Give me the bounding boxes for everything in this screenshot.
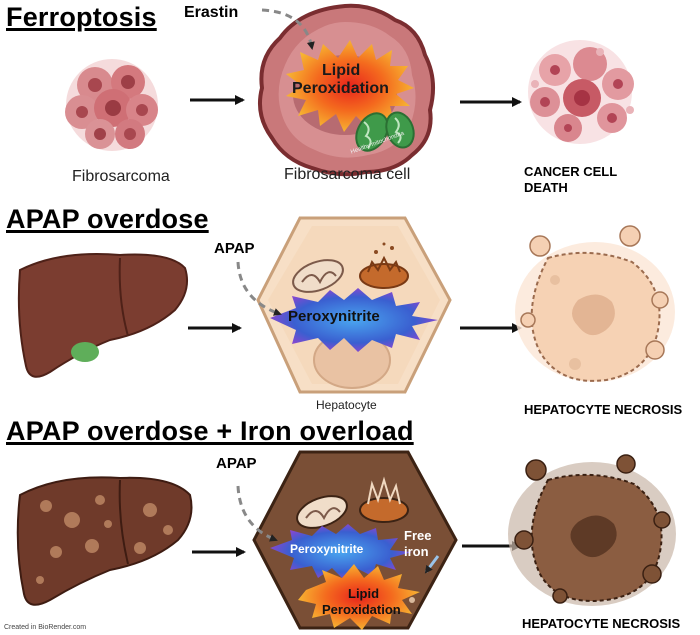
lipid-peroxidation-burst-icon: [286, 40, 414, 132]
fibrosarcoma-cluster-icon: [65, 59, 158, 151]
iron-overloaded-liver-icon: [16, 476, 193, 606]
apap-dashed-arrow: [236, 261, 282, 316]
peroxynitrite-label: Peroxynitrite: [288, 308, 380, 325]
apap-label: APAP: [214, 240, 255, 257]
lipid-peroxidation-burst-iron-icon: [298, 564, 420, 630]
apap-iron-dashed-arrow: [236, 485, 278, 542]
erastin-dashed-arrow: [261, 8, 315, 50]
lipid-label-line1: Lipid: [322, 62, 361, 79]
healthy-mitochondria-icon: [355, 111, 415, 152]
fibrosarcoma-label: Fibrosarcoma: [72, 168, 170, 185]
section-title-ferroptosis: Ferroptosis: [6, 2, 157, 32]
biorender-credit: Created in BioRender.com: [4, 624, 87, 631]
outcome-label-line1: CANCER CELL: [524, 164, 618, 179]
apap-iron-label: APAP: [216, 455, 257, 472]
section-title-apap-iron: APAP overdose + Iron overload: [6, 416, 414, 446]
lipid-iron-label-line2: Peroxidation: [322, 602, 401, 617]
necrotic-iron-hepatocyte-icon: [508, 454, 676, 606]
lipid-iron-label-line1: Lipid: [348, 586, 380, 601]
hepatocyte-necrosis-label: HEPATOCYTE NECROSIS: [524, 402, 683, 417]
outcome-label-line2: DEATH: [524, 180, 568, 195]
peroxynitrite-burst-iron-icon: [270, 524, 412, 580]
lipid-label-line2: Peroxidation: [292, 80, 389, 97]
necrotic-hepatocyte-icon: [515, 225, 675, 382]
peroxynitrite-burst-icon: [270, 288, 438, 352]
hepatocyte-necrosis-iron-label: HEPATOCYTE NECROSIS: [522, 616, 681, 631]
free-iron-label-line2: iron: [404, 544, 429, 559]
peroxynitrite-iron-label: Peroxynitrite: [290, 542, 364, 556]
hepatocyte-label: Hepatocyte: [316, 398, 377, 412]
free-iron-label-line1: Free: [404, 528, 432, 543]
section-title-apap: APAP overdose: [6, 204, 209, 234]
dying-cancer-cells-icon: [528, 40, 634, 144]
normal-liver-icon: [17, 253, 188, 378]
erastin-label: Erastin: [184, 4, 239, 21]
free-iron-arrow: [424, 555, 440, 574]
fibrosarcoma-cell-label: Fibrosarcoma cell: [284, 166, 411, 183]
